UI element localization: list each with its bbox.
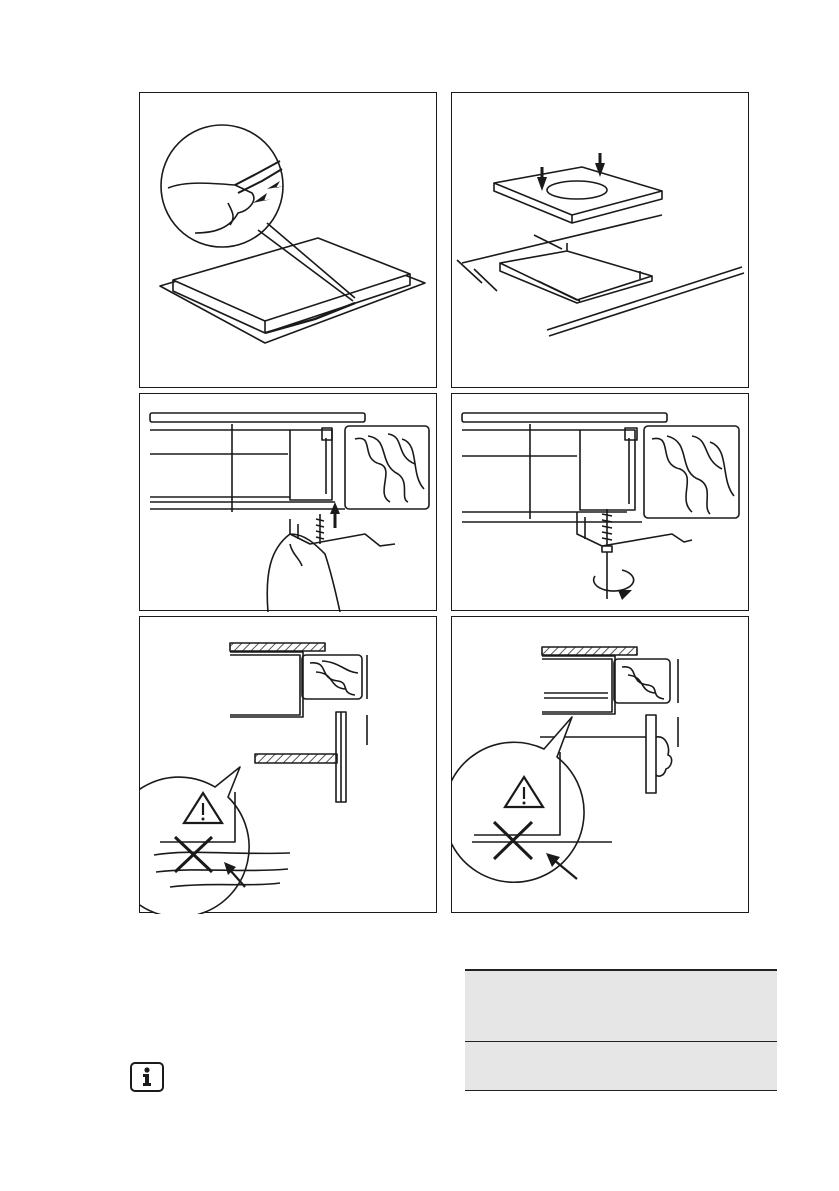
worktop-cutout-illustration — [452, 93, 750, 389]
table-bottom-rule — [465, 1090, 777, 1091]
info-icon — [130, 1062, 164, 1092]
warning-clearance-illustration — [140, 617, 438, 914]
table-row — [465, 1042, 777, 1090]
table-row — [465, 971, 777, 1041]
figure-clearance-drawer — [451, 616, 749, 913]
figure-bracket-screw — [451, 393, 749, 611]
figure-cutout — [451, 92, 749, 388]
bracket-insert-illustration — [140, 394, 438, 612]
figure-clearance-oven — [139, 616, 437, 913]
figure-seal-strip — [139, 92, 437, 388]
figure-bracket-insert — [139, 393, 437, 611]
seal-strip-illustration — [140, 93, 438, 389]
bracket-screw-illustration — [452, 394, 750, 612]
warning-clearance-illustration — [452, 617, 750, 914]
